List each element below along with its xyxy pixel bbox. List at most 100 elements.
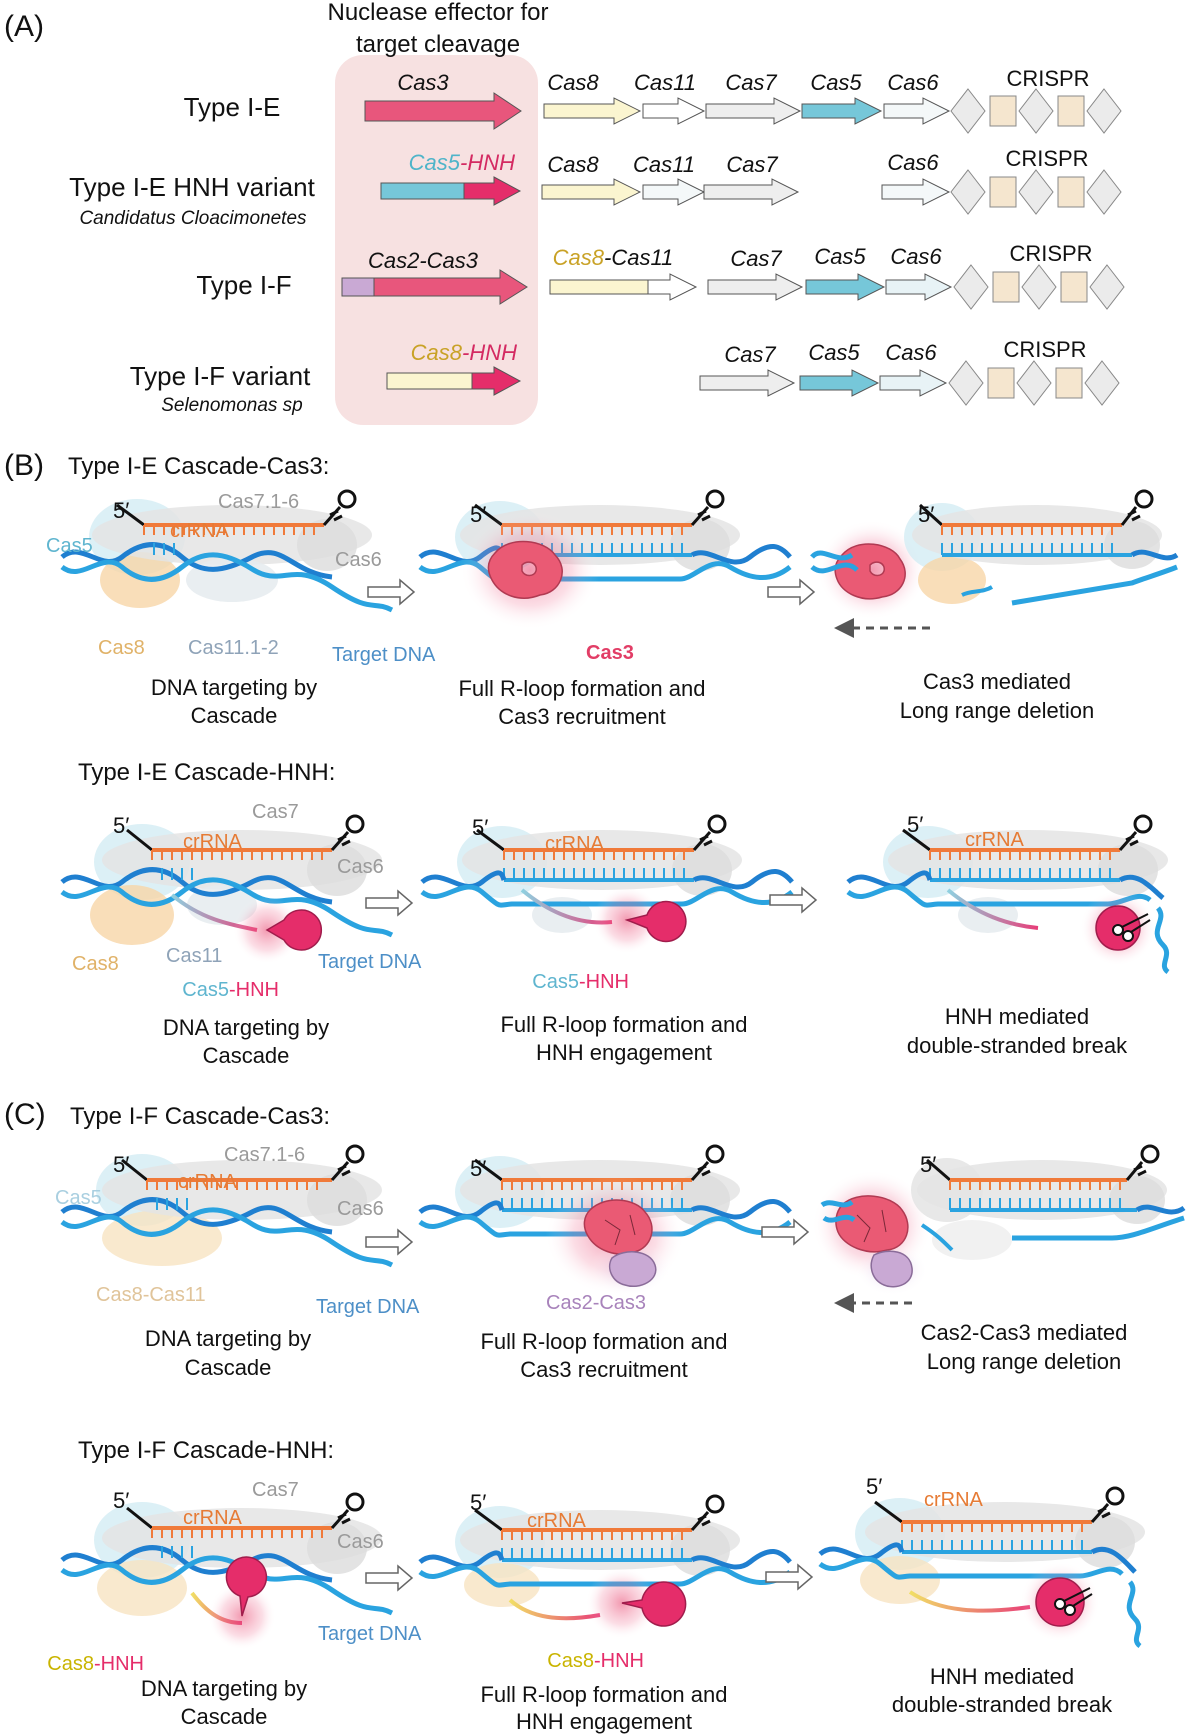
- crispr-array: [950, 169, 1122, 215]
- ie-cas3-step1-labels: 5′ Cas7.1-6 crRNA Cas5 Cas6 Cas8 Cas11.1…: [46, 491, 436, 666]
- step-arrow: [761, 1218, 810, 1246]
- gene-label-cas6: Cas6: [887, 70, 939, 95]
- caption-line: Cascade: [185, 1355, 272, 1380]
- five-prime-label: 5′: [472, 815, 488, 840]
- row-name: Type I-F variant: [130, 361, 311, 391]
- gene-label-cas5: Cas5: [814, 244, 866, 269]
- gene-label-cas3: Cas3: [397, 70, 449, 95]
- caption-line: double-stranded break: [892, 1692, 1113, 1717]
- caption-line: Cascade: [181, 1704, 268, 1729]
- row-name: Type I-E: [184, 92, 281, 122]
- gene-label-cas11: Cas11: [634, 70, 696, 95]
- if-cas3-step1-illustration: [60, 1144, 394, 1268]
- gene-label-cas8-part: Cas8: [553, 245, 605, 270]
- row-species: Candidatus Cloacimonetes: [79, 208, 307, 229]
- caption-line: Full R-loop formation and: [458, 676, 705, 701]
- gene-arrow-cas8: [543, 97, 642, 125]
- cas11-label: Cas11.1-2: [188, 637, 279, 659]
- five-prime-label: 5′: [866, 1474, 882, 1499]
- gene-arrow-cas5-domain: [380, 182, 465, 200]
- cas5-label: Cas5: [46, 535, 93, 557]
- gene-label-cas7: Cas7: [725, 70, 777, 95]
- row-type-if: Type I-F Cas2-Cas3 Cas8 -Cas11 Cas7 Cas5…: [196, 241, 1125, 310]
- five-prime-label: 5′: [470, 502, 486, 527]
- cas5-hnh-label-a: Cas5: [532, 971, 579, 993]
- row-name: Type I-E HNH variant: [69, 172, 315, 202]
- crrna-label: crRNA: [183, 831, 243, 853]
- crrna-label: crRNA: [545, 833, 605, 855]
- gene-label-cas11-part: -Cas11: [604, 245, 673, 270]
- gene-label-cas11: Cas11: [633, 152, 695, 177]
- row-name: Type I-F: [196, 270, 291, 300]
- five-prime-label: 5′: [470, 1490, 486, 1515]
- deletion-direction-arrow: [834, 618, 930, 638]
- if-hnh-step1-illustration: [60, 1492, 394, 1650]
- gene-label-cas7: Cas7: [724, 342, 776, 367]
- cas2-cas3-label: Cas2-Cas3: [546, 1292, 646, 1314]
- gene-arrow-cas2-domain: [341, 277, 375, 297]
- gene-arrow-cas7: [705, 97, 802, 125]
- gene-label-cas7: Cas7: [730, 246, 782, 271]
- crispr-array: [953, 264, 1125, 310]
- five-prime-label: 5′: [907, 812, 923, 837]
- gene-arrow-cas6: [883, 97, 951, 125]
- cas7-label: Cas7.1-6: [224, 1144, 305, 1166]
- type-if-cas3-title: Type I-F Cascade-Cas3:: [70, 1103, 330, 1130]
- cas11-label: Cas11: [166, 945, 222, 967]
- gene-label-hnh-part: -HNH: [462, 340, 517, 365]
- caption-line: Full R-loop formation and: [480, 1329, 727, 1354]
- cas7-label: Cas7: [252, 1479, 299, 1501]
- cas3-label: Cas3: [586, 642, 634, 664]
- cas8-hnh-label-a: Cas8: [47, 1653, 94, 1675]
- caption-line: Long range deletion: [927, 1349, 1122, 1374]
- ie-hnh-step1-illustration: [60, 814, 394, 964]
- crrna-label: crRNA: [183, 1507, 243, 1529]
- five-prime-label: 5′: [113, 1152, 129, 1177]
- if-hnh-step3-illustration: [818, 1486, 1145, 1649]
- row-species: Selenomonas sp: [161, 395, 303, 416]
- step-arrow: [365, 1228, 414, 1256]
- caption-line: Full R-loop formation and: [480, 1682, 727, 1707]
- step-arrow: [769, 886, 818, 914]
- crispr-label: CRISPR: [1006, 66, 1089, 91]
- five-prime-label: 5′: [113, 1488, 129, 1513]
- gene-label-cas5: Cas5: [808, 340, 860, 365]
- gene-label-cas2-cas3: Cas2-Cas3: [368, 248, 479, 273]
- gene-arrow-cas3-domain: [373, 269, 528, 305]
- crispr-label: CRISPR: [1003, 337, 1086, 362]
- gene-label-hnh-part: -HNH: [460, 150, 515, 175]
- gene-arrow-cas11: [642, 97, 706, 125]
- ie-hnh-step3-illustration: [846, 814, 1170, 975]
- effector-title-line1: Nuclease effector for: [327, 0, 548, 26]
- step-arrow: [365, 1564, 414, 1592]
- cas6-label: Cas6: [337, 1198, 384, 1220]
- gene-arrow-cas5: [799, 369, 880, 397]
- gene-label-cas5: Cas5: [810, 70, 862, 95]
- caption-line: Cascade: [191, 703, 278, 728]
- cas6-label: Cas6: [335, 549, 382, 571]
- cas5-label: Cas5: [55, 1187, 102, 1209]
- gene-arrow-cas11-domain: [647, 273, 698, 301]
- caption-line: Cas3 recruitment: [498, 704, 666, 729]
- crispr-array: [950, 88, 1122, 134]
- five-prime-label: 5′: [920, 1152, 936, 1177]
- cas5-hnh-label-b: -HNH: [579, 971, 629, 993]
- five-prime-label: 5′: [470, 1156, 486, 1181]
- five-prime-label: 5′: [918, 502, 934, 527]
- gene-label-cas8: Cas8: [547, 152, 599, 177]
- ie-hnh-step1-labels: 5′ Cas7 crRNA Cas6 Cas8 Cas11 Target DNA…: [72, 801, 422, 1001]
- cas8-label: Cas8: [98, 637, 145, 659]
- panel-b-label: (B): [4, 449, 44, 482]
- target-dna-label: Target DNA: [332, 644, 436, 666]
- cas8-cas11-label: Cas8-Cas11: [96, 1284, 206, 1306]
- row-type-ie-hnh-variant: Type I-E HNH variant Candidatus Cloacimo…: [69, 146, 1122, 229]
- step-arrow: [765, 1563, 814, 1591]
- row-type-if-variant: Type I-F variant Selenomonas sp Cas8 -HN…: [130, 337, 1120, 416]
- step-arrow: [767, 578, 816, 606]
- cas8-hnh-label-b: -HNH: [594, 1650, 644, 1672]
- gene-arrow-cas8-domain: [549, 279, 649, 295]
- type-if-hnh-title: Type I-F Cascade-HNH:: [78, 1437, 334, 1464]
- gene-arrow-cas7: [699, 369, 796, 397]
- cas6-label: Cas6: [337, 1531, 384, 1553]
- panel-c-type-if: (C) Type I-F Cascade-Cas3: Type I-F Casc…: [4, 1098, 1186, 1734]
